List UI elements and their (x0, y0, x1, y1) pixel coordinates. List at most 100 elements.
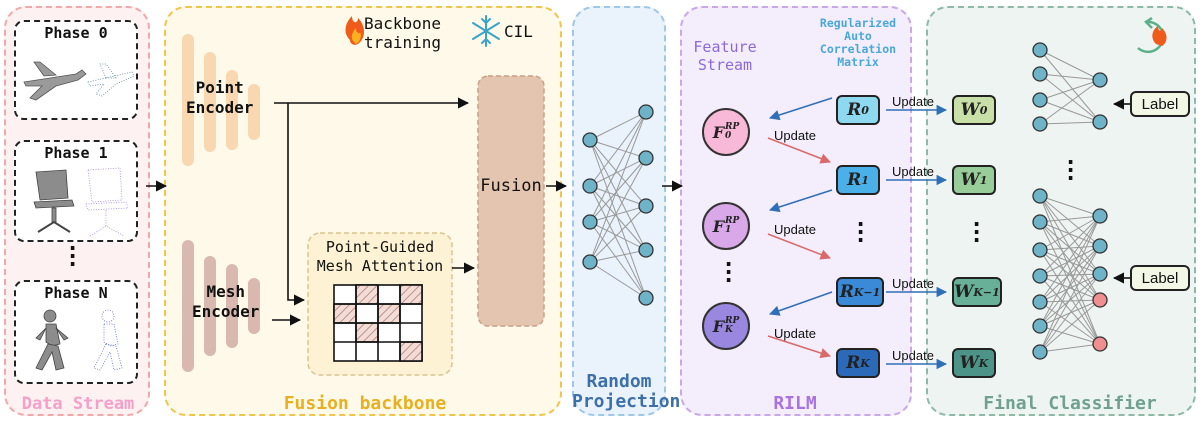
fc-node (1092, 72, 1108, 88)
rp-edge (589, 221, 647, 251)
label-box-top: Label (1130, 91, 1190, 117)
rp-edge (589, 185, 647, 251)
fc-node (1032, 294, 1048, 310)
fc-edge (1039, 215, 1101, 223)
fc-edge (1039, 245, 1101, 277)
fc-node (1032, 318, 1048, 334)
fc-edge (1039, 221, 1101, 247)
rp-node (582, 214, 598, 230)
phase-1-box: Phase 1 (14, 140, 138, 242)
fc-edge (1039, 215, 1101, 277)
update-label-wk-1: Update (892, 276, 934, 291)
fc-edge (1039, 215, 1101, 353)
rp-node (638, 242, 654, 258)
fc-edge (1039, 195, 1101, 275)
backbone-training-legend: Backbone training (364, 14, 442, 52)
rp-node (638, 290, 654, 306)
rp-node (638, 198, 654, 214)
fc-edge (1039, 245, 1101, 303)
rp-node (582, 254, 598, 270)
classifier-ellipsis: ··· (1064, 151, 1078, 192)
cil-legend: CIL (504, 22, 533, 41)
fc-edge (1039, 215, 1101, 303)
phase-0-box: Phase 0 (14, 20, 138, 120)
rp-edge (589, 185, 647, 207)
rp-node (638, 104, 654, 120)
airplane-image (23, 61, 135, 101)
fc-node (1092, 208, 1108, 224)
final-classifier-panel (926, 6, 1196, 416)
update-label-fk: Update (774, 326, 816, 341)
update-label-f0: Update (774, 128, 816, 143)
fc-edge (1039, 73, 1101, 123)
weight-ellipsis: ··· (970, 213, 984, 254)
rp-edge (589, 205, 647, 263)
rp-edge (589, 111, 647, 223)
rp-edge (589, 249, 647, 263)
fc-edge (1039, 299, 1101, 303)
fc-edge (1039, 121, 1101, 125)
fc-edge (1039, 99, 1101, 123)
attention-label: Point-Guided Mesh Attention (316, 238, 444, 275)
fc-node (1032, 268, 1048, 284)
fc-edge (1039, 49, 1101, 123)
phase-0-label: Phase 0 (44, 24, 108, 42)
human-image (35, 309, 123, 371)
fc-edge (1039, 245, 1101, 327)
phase-n-box: Phase N (14, 280, 138, 384)
random-projection-title: Random Projection (572, 371, 681, 412)
update-label-wk: Update (892, 348, 934, 363)
fc-edge (1039, 249, 1101, 275)
fc-node (1092, 238, 1108, 254)
rp-node (582, 178, 598, 194)
fc-edge (1039, 325, 1101, 345)
fc-edge (1039, 245, 1101, 353)
rp-edge (589, 139, 647, 207)
update-label-w1: Update (892, 164, 934, 179)
feature-stream-label: Feature Stream (693, 38, 757, 74)
rp-edge (589, 111, 647, 141)
fc-node (1092, 114, 1108, 130)
rp-edge (589, 139, 647, 251)
rp-edge (589, 111, 647, 263)
feature-ellipsis: ··· (722, 253, 736, 294)
fc-edge (1039, 79, 1101, 101)
update-label-w0: Update (892, 94, 934, 109)
rp-node (638, 150, 654, 166)
rp-edge (589, 221, 647, 299)
final-classifier-title: Final Classifier (983, 393, 1157, 414)
fc-edge (1039, 343, 1101, 353)
fc-node (1032, 66, 1048, 82)
fc-node (1092, 292, 1108, 308)
retrain-icon (1137, 16, 1167, 54)
fc-edge (1039, 273, 1101, 353)
rp-edge (589, 261, 647, 299)
fc-edge (1039, 73, 1101, 81)
rp-edge (589, 139, 647, 299)
matrix-ellipsis: ··· (854, 213, 868, 254)
point-encoder-label: Point Encoder (186, 78, 254, 117)
phase-1-label: Phase 1 (44, 144, 108, 162)
fc-edge (1039, 215, 1101, 327)
fc-node (1032, 188, 1048, 204)
fc-node (1032, 242, 1048, 258)
data-stream-title: Data Stream (21, 394, 135, 414)
mesh-encoder-label: Mesh Encoder (192, 282, 260, 321)
fc-edge (1039, 79, 1101, 125)
fc-edge (1039, 299, 1101, 353)
fusion-backbone-title: Fusion backbone (283, 393, 447, 414)
fc-edge (1039, 215, 1101, 251)
fc-edge (1039, 301, 1101, 345)
fc-edge (1039, 249, 1101, 345)
